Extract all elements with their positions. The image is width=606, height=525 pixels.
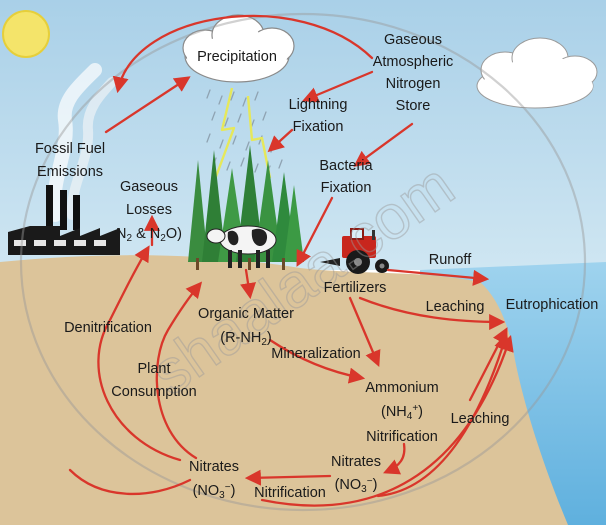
arrow-runoff xyxy=(386,268,490,286)
svg-text:Lightning: Lightning xyxy=(289,97,348,113)
label-nitrates-left: Nitrates (NO3−) xyxy=(189,459,239,501)
label-lightning-fixation: Lightning Fixation xyxy=(289,97,348,135)
arrow-organic-to-ammonium xyxy=(268,338,366,384)
label-organic-matter: Organic Matter (R-NH2) xyxy=(198,306,294,348)
label-nitrates-right: Nitrates (NO3−) xyxy=(331,454,381,495)
label-leaching-top: Leaching xyxy=(426,299,485,315)
svg-text:Plant: Plant xyxy=(137,361,170,377)
label-nitrification-bottom: Nitrification xyxy=(254,485,326,501)
factory-icon xyxy=(8,185,120,255)
svg-text:Losses: Losses xyxy=(126,202,172,218)
arrow-forest-to-organic xyxy=(240,268,256,300)
arrow-ammonium-to-nitrates xyxy=(383,442,406,475)
label-plant-consumption: Plant Consumption xyxy=(111,361,196,400)
arrow-plant-consumption xyxy=(155,281,203,460)
arrow-denitrification xyxy=(97,245,182,462)
svg-text:Nitrogen: Nitrogen xyxy=(386,76,441,92)
rain xyxy=(206,89,283,175)
svg-text:Organic Matter: Organic Matter xyxy=(198,306,294,322)
svg-text:Gaseous: Gaseous xyxy=(120,179,178,195)
arrow-nitrates-to-water xyxy=(376,332,510,498)
label-denitrification: Denitrification xyxy=(64,320,152,336)
arrow-fossil-to-precipitation xyxy=(104,76,191,134)
label-leaching-right: Leaching xyxy=(451,411,510,427)
label-runoff: Runoff xyxy=(429,252,472,268)
svg-text:Atmospheric: Atmospheric xyxy=(373,54,454,70)
svg-text:(NO3−): (NO3−) xyxy=(335,476,378,495)
label-fertilizers: Fertilizers xyxy=(324,280,387,296)
arrow-store-loop xyxy=(112,14,374,94)
soil xyxy=(0,255,568,525)
arrow-fertilizer-to-ammonium xyxy=(348,296,381,367)
label-nitrification-right: Nitrification xyxy=(366,429,438,445)
label-eutrophication: Eutrophication xyxy=(506,297,599,313)
tractor-icon xyxy=(320,228,389,274)
label-losses-formula: N2 & N2O) xyxy=(116,226,182,244)
precipitation-cloud xyxy=(182,14,295,83)
label-fossil-fuel: Fossil Fuel Emissions xyxy=(35,141,105,180)
svg-text:(NH4+): (NH4+) xyxy=(381,403,423,422)
svg-text:Nitrates: Nitrates xyxy=(331,454,381,470)
arrow-store-to-bacteria xyxy=(353,122,414,167)
arrow-bacteria-to-soil xyxy=(296,196,334,267)
arrow-nitrates-to-nitrates xyxy=(244,469,332,486)
svg-text:Consumption: Consumption xyxy=(111,384,196,400)
labels: Precipitation Gaseous Atmospheric Nitrog… xyxy=(35,32,598,501)
label-mineralization: Mineralization xyxy=(271,346,360,362)
svg-text:Gaseous: Gaseous xyxy=(384,32,442,48)
svg-text:Fixation: Fixation xyxy=(293,119,344,135)
svg-text:Fossil Fuel: Fossil Fuel xyxy=(35,141,105,157)
smoke-plume xyxy=(47,63,117,222)
svg-text:Bacteria: Bacteria xyxy=(319,158,373,174)
svg-text:(R-NH2): (R-NH2) xyxy=(220,330,271,348)
sky xyxy=(0,0,606,270)
arrow-bottom-to-water xyxy=(260,334,514,507)
label-ammonium: Ammonium (NH4+) xyxy=(365,380,438,422)
arrow-bottom-loop-left xyxy=(68,468,192,496)
cloud-right xyxy=(476,37,598,109)
arrow-store-to-lightning xyxy=(302,70,374,103)
svg-text:(NO3−): (NO3−) xyxy=(193,482,236,501)
label-gaseous-losses: Gaseous Losses N2 & N2O) xyxy=(116,179,182,244)
label-gaseous-store: Gaseous Atmospheric Nitrogen Store xyxy=(373,32,454,114)
svg-text:Ammonium: Ammonium xyxy=(365,380,438,396)
svg-text:Emissions: Emissions xyxy=(37,164,103,180)
cow-icon xyxy=(206,225,277,268)
sun xyxy=(2,10,50,58)
label-precipitation: Precipitation xyxy=(197,49,277,65)
svg-text:Nitrates: Nitrates xyxy=(189,459,239,475)
arrow-lightning-to-forest xyxy=(267,128,294,153)
svg-text:Fixation: Fixation xyxy=(321,180,372,196)
label-bacteria-fixation: Bacteria Fixation xyxy=(319,158,373,196)
svg-text:Store: Store xyxy=(396,98,431,114)
arrows xyxy=(68,14,514,507)
arrow-leaching-top xyxy=(358,296,506,331)
lightning-bolt xyxy=(212,87,272,183)
